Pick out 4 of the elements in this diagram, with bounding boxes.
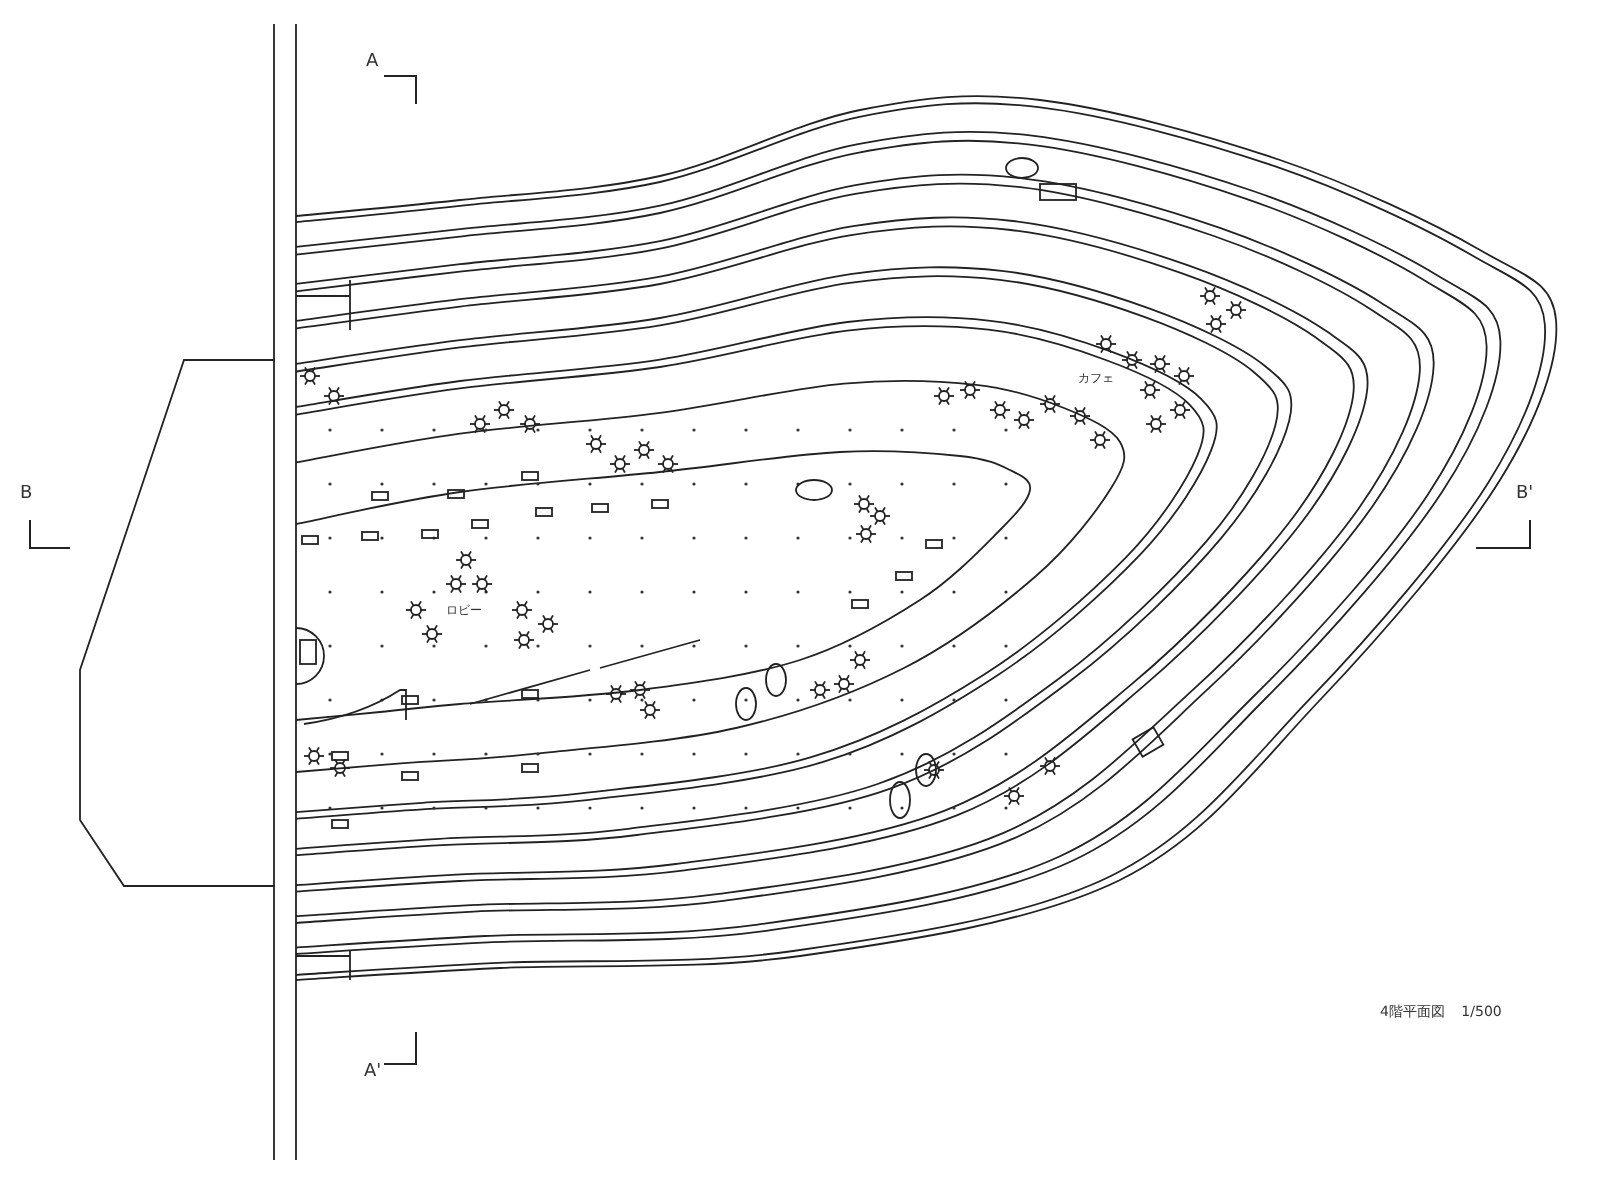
- section-label: B': [1516, 486, 1534, 504]
- section-label: A': [364, 1064, 382, 1082]
- section-label: B: [20, 486, 33, 504]
- section-label: A: [366, 54, 379, 72]
